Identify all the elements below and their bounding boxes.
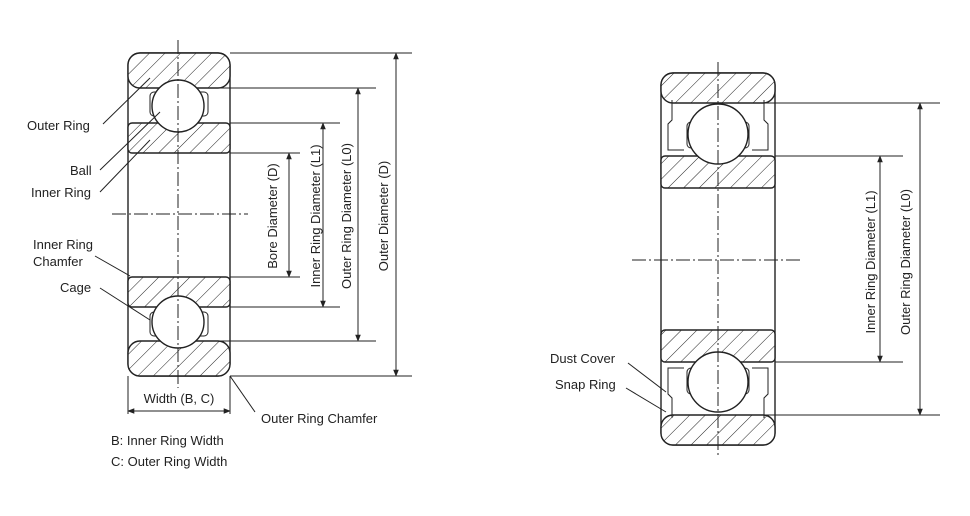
legend-b: B: Inner Ring Width <box>111 433 224 448</box>
right-outer-ring-diameter-label: Outer Ring Diameter (L0) <box>898 189 913 335</box>
width-label: Width (B, C) <box>144 391 215 406</box>
outer-ring-chamfer-label: Outer Ring Chamfer <box>261 411 378 426</box>
dust-cover-top-left <box>667 100 684 151</box>
cage-label: Cage <box>60 280 91 295</box>
outer-ring-label: Outer Ring <box>27 118 90 133</box>
legend-c: C: Outer Ring Width <box>111 454 227 469</box>
dust-cover-label: Dust Cover <box>550 351 616 366</box>
right-leader-lines <box>625 362 667 413</box>
left-leader-lines <box>94 77 256 413</box>
inner-ring-chamfer-label-line1: Inner Ring <box>33 237 93 252</box>
outer-diameter-label: Outer Diameter (D) <box>376 161 391 272</box>
left-bearing <box>112 40 248 388</box>
inner-ring-chamfer-label-line2: Chamfer <box>33 254 84 269</box>
dust-cover-bottom-right <box>752 367 769 418</box>
left-dimension-lines <box>127 52 399 414</box>
dust-cover-bottom-left <box>667 367 684 418</box>
left-inner-ring-diameter-label: Inner Ring Diameter (L1) <box>308 144 323 287</box>
inner-ring-label: Inner Ring <box>31 185 91 200</box>
right-dimension-lines <box>877 102 923 416</box>
dust-cover-top-right <box>752 100 769 151</box>
left-outer-ring-diameter-label: Outer Ring Diameter (L0) <box>339 143 354 289</box>
bore-diameter-label: Bore Diameter (D) <box>265 163 280 268</box>
snap-ring-label: Snap Ring <box>555 377 616 392</box>
right-inner-ring-diameter-label: Inner Ring Diameter (L1) <box>863 190 878 333</box>
right-bearing <box>632 62 800 458</box>
ball-label: Ball <box>70 163 92 178</box>
